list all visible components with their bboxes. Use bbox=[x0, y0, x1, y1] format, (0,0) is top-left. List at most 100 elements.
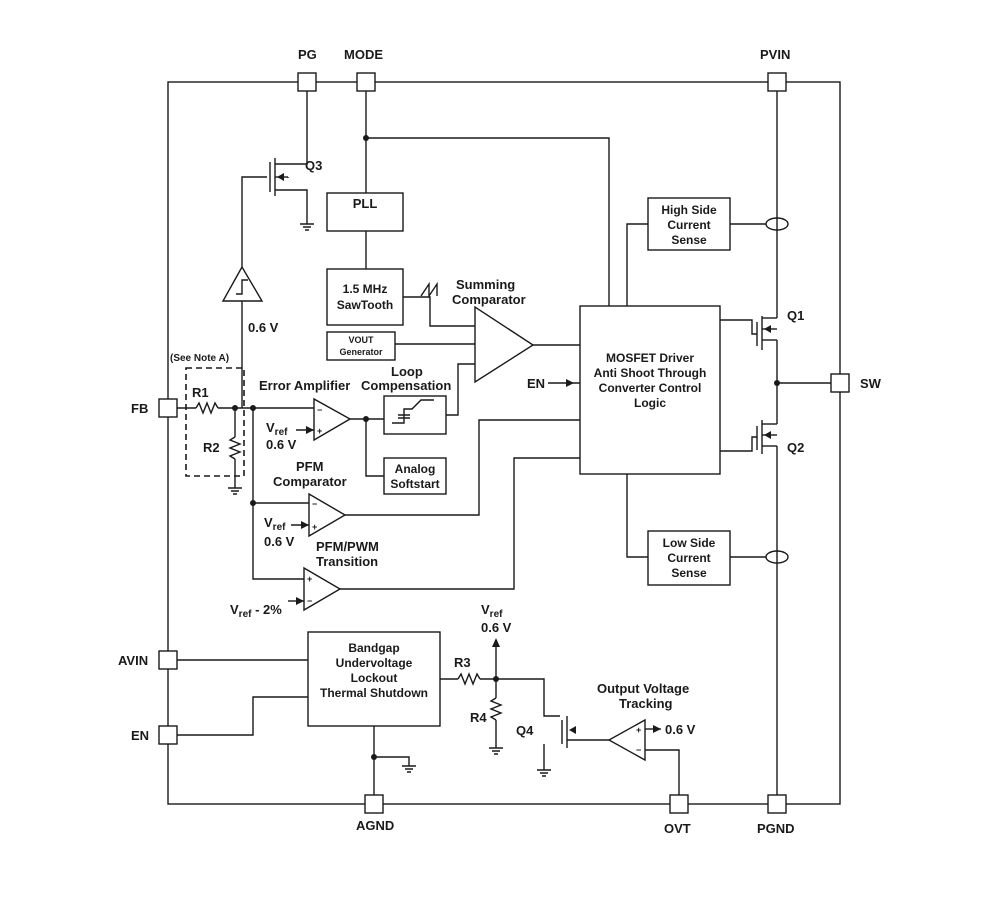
svg-text:PLL: PLL bbox=[353, 196, 378, 211]
high-side-current-sense-block: High Side Current Sense bbox=[647, 197, 731, 251]
pfm-pwm-label-1: PFM/PWM bbox=[316, 539, 379, 554]
loop-label-2: Compensation bbox=[361, 378, 451, 393]
svg-text:+: + bbox=[312, 522, 317, 532]
r3-label: R3 bbox=[454, 655, 471, 670]
pin-avin: AVIN bbox=[118, 650, 178, 670]
tracking-label-2: Tracking bbox=[619, 696, 673, 711]
svg-text:+: + bbox=[636, 725, 641, 735]
loop-label-1: Loop bbox=[391, 364, 423, 379]
pg-buffer bbox=[221, 265, 264, 302]
error-amp-label: Error Amplifier bbox=[259, 378, 350, 393]
pin-sw-label: SW bbox=[860, 376, 882, 391]
svg-text:Thermal Shutdown: Thermal Shutdown bbox=[320, 686, 428, 700]
q1-transistor bbox=[756, 316, 777, 350]
r3-resistor bbox=[457, 672, 481, 686]
svg-text:−: − bbox=[636, 745, 641, 755]
svg-text:SawTooth: SawTooth bbox=[337, 298, 393, 312]
summing-label-1: Summing bbox=[456, 277, 515, 292]
svg-text:VOUT: VOUT bbox=[348, 335, 374, 345]
bandgap-block: Bandgap Undervoltage Lockout Thermal Shu… bbox=[307, 631, 441, 727]
pin-pvin-label: PVIN bbox=[760, 47, 790, 62]
mosfet-driver-block: MOSFET Driver Anti Shoot Through Convert… bbox=[579, 305, 721, 475]
svg-text:Current: Current bbox=[667, 218, 710, 232]
svg-text:Analog: Analog bbox=[395, 462, 436, 476]
pin-pg-label: PG bbox=[298, 47, 317, 62]
svg-text:Sense: Sense bbox=[671, 233, 707, 247]
svg-text:−: − bbox=[312, 499, 317, 509]
q3-label: Q3 bbox=[305, 158, 322, 173]
svg-text:Undervoltage: Undervoltage bbox=[336, 656, 413, 670]
error-amplifier: − + bbox=[313, 397, 352, 442]
q4-arrow bbox=[569, 726, 576, 734]
junction-dots bbox=[232, 135, 780, 760]
pin-pgnd-label: PGND bbox=[757, 821, 795, 836]
svg-text:Converter Control: Converter Control bbox=[599, 381, 702, 395]
pfm-comp-label-1: PFM bbox=[296, 459, 323, 474]
svg-text:−: − bbox=[307, 596, 312, 606]
note-a-label: (See Note A) bbox=[170, 353, 229, 364]
pin-ovt: OVT bbox=[664, 794, 691, 836]
svg-text:Generator: Generator bbox=[339, 347, 383, 357]
pin-agnd: AGND bbox=[356, 794, 394, 833]
ground-symbols bbox=[228, 177, 551, 777]
pin-mode-label: MODE bbox=[344, 47, 383, 62]
r2-resistor bbox=[228, 436, 242, 460]
vref-minus-label: Vref - 2% bbox=[230, 602, 282, 620]
tracking-label-1: Output Voltage bbox=[597, 681, 689, 696]
output-tracking-amplifier: + − bbox=[607, 718, 646, 762]
svg-text:Softstart: Softstart bbox=[390, 477, 439, 491]
svg-text:Bandgap: Bandgap bbox=[348, 641, 399, 655]
svg-text:Current: Current bbox=[667, 551, 710, 565]
pfm-comparator: − + bbox=[308, 492, 347, 538]
pfm-pwm-label-2: Transition bbox=[316, 554, 378, 569]
q1-label: Q1 bbox=[787, 308, 804, 323]
r1-resistor bbox=[195, 401, 219, 415]
loop-compensation-block bbox=[383, 395, 447, 435]
pin-pgnd: PGND bbox=[757, 794, 795, 836]
svg-text:1.5 MHz: 1.5 MHz bbox=[343, 282, 388, 296]
v06-label-pfm: 0.6 V bbox=[264, 534, 295, 549]
pfm-pwm-transition-comparator: + − bbox=[303, 566, 342, 612]
q4-label: Q4 bbox=[516, 723, 534, 738]
pfm-comp-label-2: Comparator bbox=[273, 474, 347, 489]
svg-text:High Side: High Side bbox=[661, 203, 717, 217]
pin-agnd-label: AGND bbox=[356, 818, 394, 833]
summing-comparator bbox=[474, 305, 535, 384]
pin-ovt-label: OVT bbox=[664, 821, 691, 836]
q2-transistor bbox=[756, 420, 777, 454]
low-side-current-sense-block: Low Side Current Sense bbox=[647, 530, 731, 586]
pin-pg: PG bbox=[297, 47, 317, 92]
r4-label: R4 bbox=[470, 710, 487, 725]
analog-softstart-block: Analog Softstart bbox=[383, 457, 447, 495]
sawtooth-block: 1.5 MHz SawTooth bbox=[326, 268, 404, 326]
vref-label-erroramp: Vref bbox=[266, 420, 288, 438]
svg-text:Sense: Sense bbox=[671, 566, 707, 580]
r1-label: R1 bbox=[192, 385, 209, 400]
low-side-sense-ring bbox=[765, 550, 789, 564]
summing-label-2: Comparator bbox=[452, 292, 526, 307]
r2-label: R2 bbox=[203, 440, 220, 455]
svg-text:MOSFET Driver: MOSFET Driver bbox=[606, 351, 694, 365]
svg-text:+: + bbox=[317, 426, 322, 436]
svg-text:Low Side: Low Side bbox=[663, 536, 716, 550]
sawtooth-wave-icon bbox=[420, 281, 438, 299]
vref-up-arrow bbox=[492, 638, 500, 647]
svg-text:−: − bbox=[317, 405, 322, 415]
pin-mode: MODE bbox=[344, 47, 383, 92]
pll-block: PLL bbox=[326, 192, 404, 232]
pin-sw: SW bbox=[830, 373, 882, 393]
svg-text:+: + bbox=[307, 574, 312, 584]
en-internal-label: EN bbox=[527, 376, 545, 391]
v06-label-bandgap: 0.6 V bbox=[481, 620, 512, 635]
svg-text:Anti Shoot Through: Anti Shoot Through bbox=[594, 366, 707, 380]
pin-avin-label: AVIN bbox=[118, 653, 148, 668]
r4-resistor bbox=[489, 697, 503, 721]
chip-outline bbox=[167, 81, 841, 805]
svg-text:Logic: Logic bbox=[634, 396, 666, 410]
pin-fb: FB bbox=[131, 398, 178, 418]
en-arrow bbox=[566, 379, 574, 387]
vref-label-pfm: Vref bbox=[264, 515, 286, 533]
pin-fb-label: FB bbox=[131, 401, 148, 416]
pin-en-label: EN bbox=[131, 728, 149, 743]
